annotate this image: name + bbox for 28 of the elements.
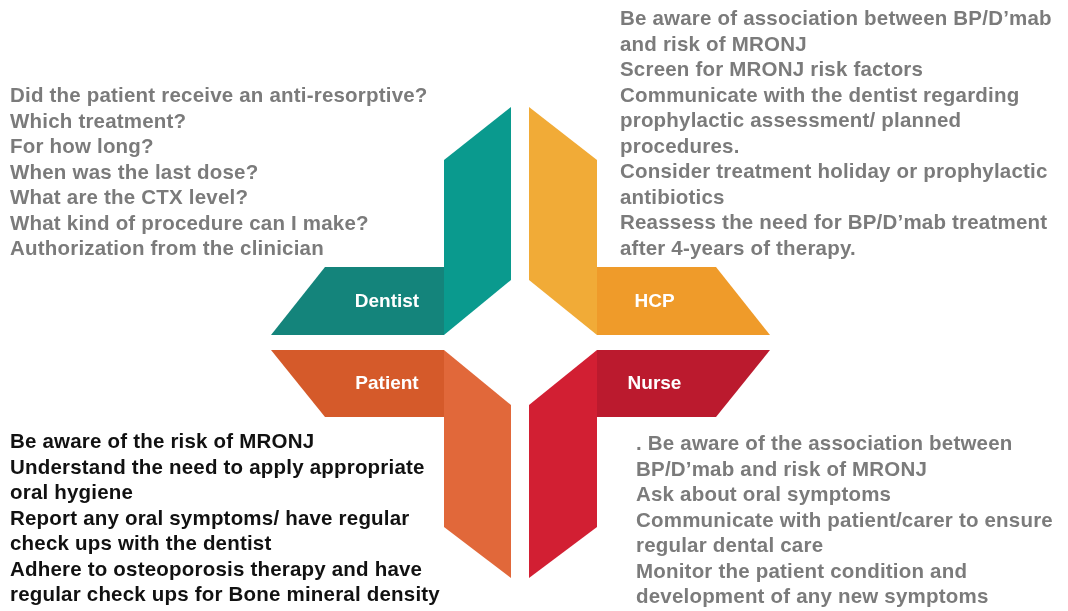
note-text: Ask about oral symptoms	[636, 481, 893, 507]
note-text: Understand the need to apply appropriate oral hygiene	[10, 453, 426, 505]
role-label: HCP	[633, 288, 676, 313]
note-text: For how long?	[10, 133, 155, 159]
note-text: Adhere to osteoporosis therapy and have regular check ups for Bone mineral density	[10, 555, 440, 607]
note-text: Did the patient receive an anti-resorptive?	[10, 82, 429, 108]
note-text: Communicate with the dentist regarding prophylactic assessment/ planned procedures.	[620, 81, 1021, 158]
label-tab	[597, 350, 770, 417]
label-tab	[271, 350, 444, 417]
note-text: When was the last dose?	[10, 158, 260, 184]
note-text: Monitor the patient condition and development of any new symptoms	[636, 557, 990, 609]
role-label: Nurse	[626, 371, 683, 396]
note-text: Which treatment?	[10, 107, 188, 133]
note-text: What kind of procedure can I make?	[10, 209, 370, 235]
note-text: Be aware of association between BP/D’mab and risk of MRONJ	[620, 5, 1053, 56]
label-tab	[271, 267, 444, 335]
note-text: Communicate with patient/carer to ensure regular dental care	[636, 506, 1054, 558]
note-text: Authorization from the clinician	[10, 235, 325, 261]
note-text: What are the CTX level?	[10, 184, 250, 210]
label-tab	[597, 267, 770, 335]
note-text: . Be aware of the association between BP/D’mab and risk of MRONJ	[636, 430, 1014, 481]
note-text: Screen for MRONJ risk factors	[620, 56, 925, 82]
role-label: Patient	[354, 371, 420, 396]
note-text: Be aware of the risk of MRONJ	[10, 428, 316, 454]
role-label: Dentist	[353, 288, 421, 313]
note-text: Report any oral symptoms/ have regular check ups with the dentist	[10, 504, 411, 556]
note-text: Reassess the need for BP/D’mab treatment after 4-years of therapy.	[620, 209, 1049, 260]
note-text: Consider treatment holiday or prophylactic antibiotics	[620, 158, 1049, 209]
